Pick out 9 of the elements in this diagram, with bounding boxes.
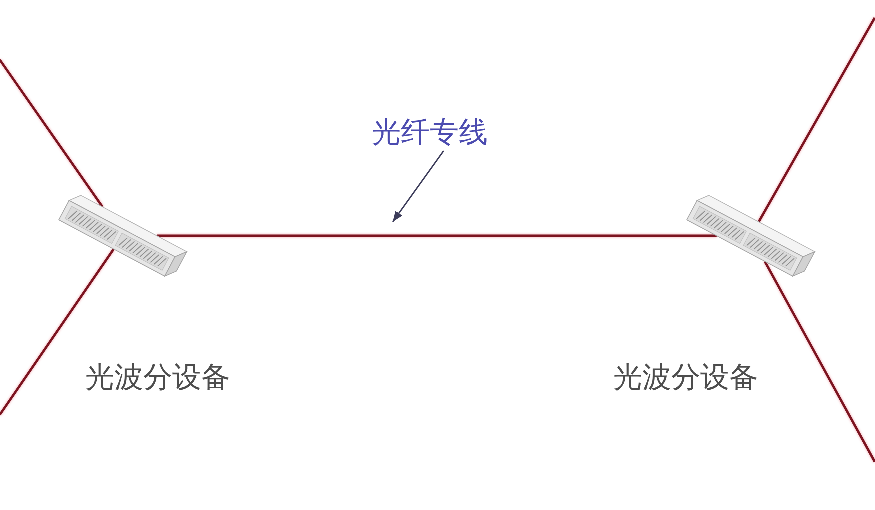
connection-line <box>0 248 115 416</box>
device-caption: 光波分设备 <box>84 361 232 396</box>
leader-arrow <box>392 150 444 222</box>
line-label: 光纤专线 <box>372 115 488 151</box>
connection-line <box>0 59 104 208</box>
connection-line <box>157 234 717 238</box>
device-caption: 光波分设备 <box>612 361 760 396</box>
connection-line <box>758 17 875 223</box>
connection-line <box>764 261 875 463</box>
